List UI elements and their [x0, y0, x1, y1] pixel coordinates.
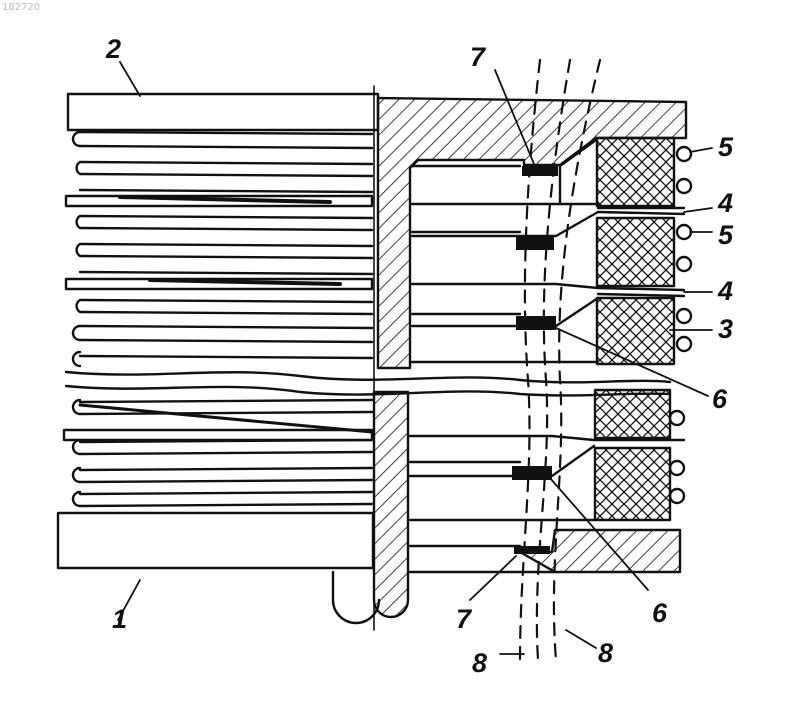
crosshatched-block-1	[597, 138, 674, 206]
left-foil-stack-upper	[66, 132, 372, 366]
label-5-upper: 5	[718, 132, 734, 162]
top-plate	[68, 94, 378, 130]
label-4-lower: 4	[717, 276, 733, 306]
label-6-upper: 6	[712, 384, 728, 414]
label-7-bottom: 7	[456, 604, 473, 634]
crosshatched-block-5	[595, 448, 670, 520]
label-2: 2	[105, 34, 121, 64]
crosshatched-block-4	[595, 390, 670, 438]
label-3: 3	[718, 314, 733, 344]
stem-tip	[333, 572, 379, 623]
bottom-plate	[58, 513, 373, 568]
contact-bars	[512, 166, 558, 554]
label-8-left: 8	[472, 648, 487, 678]
crosshatched-block-2	[597, 218, 674, 286]
label-7-top: 7	[470, 42, 487, 72]
hatched-stem-lower	[374, 392, 408, 617]
label-1: 1	[112, 604, 127, 634]
label-5-lower: 5	[718, 220, 734, 250]
label-8-right: 8	[598, 638, 613, 668]
crosshatched-block-3	[597, 298, 674, 364]
label-4-upper: 4	[717, 188, 733, 218]
break-line-lower	[66, 386, 670, 395]
label-6-lower: 6	[652, 598, 668, 628]
corner-number: 182720	[2, 2, 40, 13]
break-line	[66, 372, 670, 382]
